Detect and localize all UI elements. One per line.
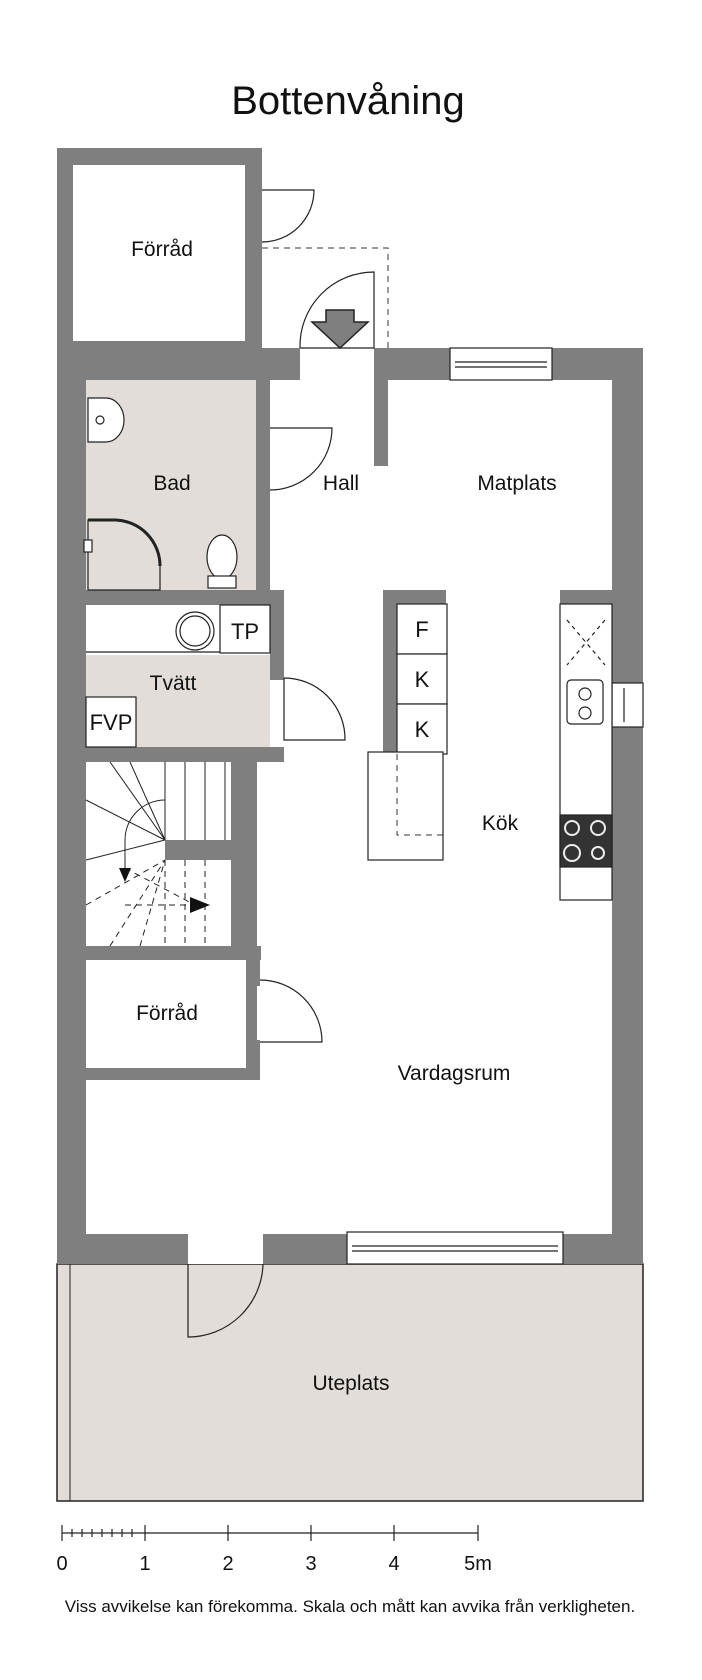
stair-right-arrow-icon	[190, 897, 210, 913]
room-label-hall: Hall	[323, 472, 359, 495]
k-label-1: K	[415, 667, 430, 692]
room-label-tvatt: Tvätt	[150, 672, 197, 695]
island-dashed-outline	[396, 754, 443, 836]
scale-tick-1: 1	[139, 1553, 150, 1575]
room-label-matplats: Matplats	[477, 472, 556, 495]
kitchen-island	[367, 603, 448, 861]
scale-tick-5: 5m	[464, 1553, 492, 1575]
entry-arrow-icon	[310, 309, 370, 350]
uteplats-area	[56, 1263, 644, 1502]
kitchen-counter	[559, 603, 613, 901]
room-label-kok: Kök	[482, 812, 519, 835]
scale-tick-4: 4	[388, 1553, 399, 1575]
room-label-uteplats: Uteplats	[312, 1372, 389, 1395]
k-label-2: K	[415, 717, 430, 742]
plan-title: Bottenvåning	[231, 79, 465, 123]
interior-walls	[86, 378, 612, 1080]
fvp-label: FVP	[90, 710, 133, 735]
windows	[346, 347, 644, 1265]
room-label-forrad-mid: Förråd	[136, 1002, 198, 1025]
tp-label: TP	[231, 619, 259, 644]
laundry-fixtures	[85, 604, 271, 748]
stair-down-arrow-icon	[119, 868, 131, 882]
stairs	[85, 761, 231, 947]
disclaimer: Viss avvikelse kan förekomma. Skala och …	[65, 1597, 635, 1616]
scale-tick-3: 3	[305, 1553, 316, 1575]
scale-tick-2: 2	[222, 1553, 233, 1575]
room-label-bad: Bad	[153, 472, 190, 495]
scale-tick-0: 0	[56, 1553, 67, 1575]
f-label: F	[415, 617, 428, 642]
room-label-forrad-top: Förråd	[131, 238, 193, 261]
scale-bar	[61, 1525, 479, 1541]
doors	[187, 189, 375, 1338]
room-label-vardagsrum: Vardagsrum	[398, 1062, 511, 1085]
bathroom-fixtures	[83, 397, 238, 591]
entry-canopy-outline	[262, 247, 389, 348]
